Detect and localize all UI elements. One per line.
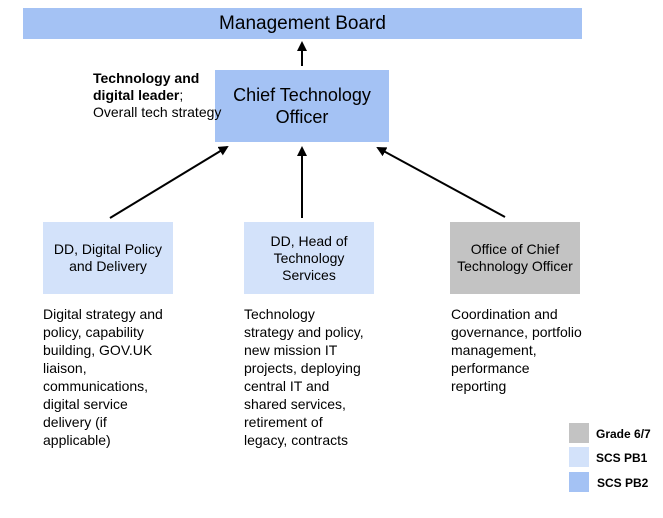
legend-label-grade-6-7: Grade 6/7 [596,427,651,441]
office-of-cto-box: Office of Chief Technology Officer [450,222,580,294]
arrow-office-to-cto [376,147,506,218]
dd-technology-services-label: DD, Head of Technology Services [270,232,348,283]
cto-role-note-rest: ; Overall tech strategy [93,87,222,120]
arrow-dd-policy-to-cto [109,145,229,219]
dd-digital-policy-box: DD, Digital Policy and Delivery [43,222,173,294]
office-of-cto-description: Coordination and governance, portfolio m… [451,306,582,394]
cto-role-note-bold: Technology and digital leader [93,70,200,103]
cto-role-note: Technology and digital leader; Overall t… [93,70,223,121]
legend-label-scs-pb2: SCS PB2 [597,476,649,490]
dd-technology-services-description: Technology strategy and policy, new miss… [244,306,364,448]
legend-swatch-scs-pb2 [569,472,589,492]
legend-label-scs-pb1: SCS PB1 [596,451,648,465]
management-board-label: Management Board [219,12,386,34]
office-of-cto-label: Office of Chief Technology Officer [457,241,573,274]
management-board-box: Management Board [23,8,582,39]
legend-swatch-grade-6-7 [569,423,589,443]
dd-digital-policy-label: DD, Digital Policy and Delivery [53,241,163,274]
cto-label: Chief Technology Officer [233,85,371,127]
dd-digital-policy-description: Digital strategy and policy, capability … [43,306,163,448]
legend-swatch-scs-pb1 [569,447,589,467]
dd-technology-services-box: DD, Head of Technology Services [244,222,374,294]
chief-technology-officer-box: Chief Technology Officer [215,70,389,142]
